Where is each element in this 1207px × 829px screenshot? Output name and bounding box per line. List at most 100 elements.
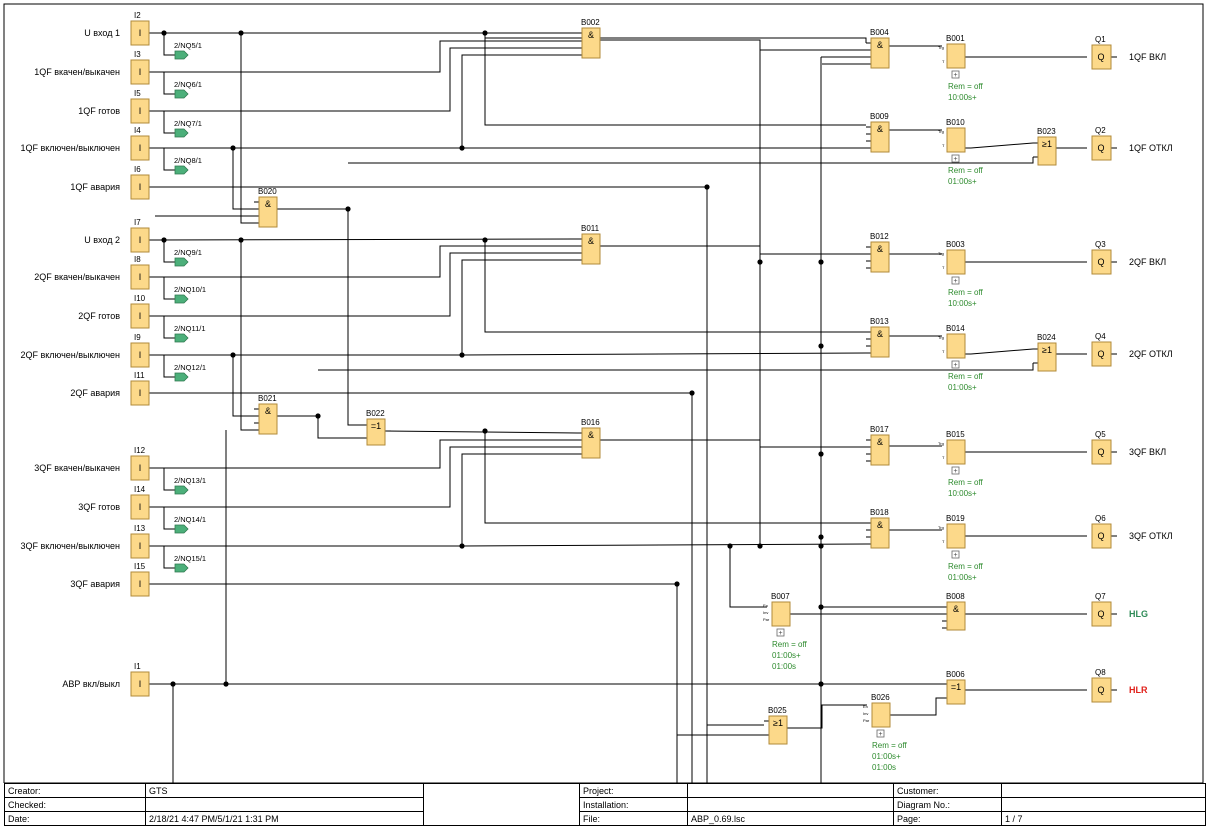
junction-dot [689,390,695,396]
param-box-plus: + [953,278,957,285]
diagram-no-value [1001,797,1206,812]
flag-wire [163,507,175,530]
pin-trg: Trg [938,251,944,256]
param-box-plus: + [953,156,957,163]
output-id: Q1 [1095,35,1106,44]
timer-param: 01:00s+ [948,177,977,186]
input-label: 1QF вкачен/выкачен [34,67,120,77]
junction-dots [161,30,824,687]
network-flag-icon [174,257,189,267]
input-label: 3QF включен/выключен [20,541,120,551]
input-block [130,303,150,329]
input-block [130,380,150,406]
input-block [130,494,150,520]
output-label: 1QF ОТКЛ [1129,143,1173,153]
network-flag-icon [174,333,189,343]
wire [154,238,578,241]
timer-param: 10:00s+ [948,489,977,498]
network-flag-label: 2/NQ10/1 [174,285,206,294]
checked-value [145,797,424,812]
gate-id: B017 [870,425,889,434]
pin-par: Par [863,718,870,723]
wire [890,697,942,716]
logic-gate [946,679,966,705]
output-id: Q3 [1095,240,1106,249]
pin-en: En [763,603,768,608]
input-label: 3QF готов [78,502,120,512]
junction-dot [238,237,244,243]
output-block [1091,249,1112,275]
timer-param: 10:00s+ [948,93,977,102]
junction-dot [818,604,824,610]
pin-t: T [942,143,945,148]
gate-function: =1 [951,682,961,692]
on-delay-timer [946,333,966,359]
page-value: 1 / 7 [1001,811,1206,826]
logic-gate [1037,342,1057,372]
pin-trg: Trg [938,441,944,446]
output-label: HLG [1129,609,1148,619]
input-symbol: I [139,679,142,689]
timer-param: 10:00s+ [948,299,977,308]
pulse-param: Rem = off [872,741,908,750]
input-id: I10 [134,294,146,303]
network-flag-label: 2/NQ7/1 [174,119,202,128]
pulse-param: 01:00s+ [872,752,901,761]
network-flag-label: 2/NQ13/1 [174,476,206,485]
input-id: I12 [134,446,146,455]
input-symbol: I [139,579,142,589]
logic-gate [581,427,601,459]
flag-wire [163,72,175,95]
timer-param: Rem = off [948,288,984,297]
output-id: Q4 [1095,332,1106,341]
output-id: Q6 [1095,514,1106,523]
input-id: I13 [134,524,146,533]
junction-dot [818,259,824,265]
pin-inv: Inv [863,711,868,716]
param-box-icon [951,70,960,79]
timer-id: B010 [946,118,965,127]
gate-function: & [588,30,594,40]
input-id: I9 [134,333,141,342]
network-flag-label: 2/NQ9/1 [174,248,202,257]
wire [155,583,764,736]
timer-param: Rem = off [948,478,984,487]
input-symbol: I [139,502,142,512]
logic-gate [870,241,890,273]
network-flag-icon [174,128,189,138]
input-id: I3 [134,50,141,59]
junction-dot [704,184,710,190]
output-id: Q5 [1095,430,1106,439]
network-flag-icon [174,294,189,304]
param-box-icon [951,276,960,285]
junction-dot [757,543,763,549]
wire [348,157,1034,164]
flag-wire [163,277,175,300]
customer-label: Customer: [893,783,1002,798]
wire [461,543,867,547]
output-symbol: Q [1097,143,1104,153]
junction-dot [818,534,824,540]
wire [155,453,577,547]
param-box-icon [876,729,885,738]
logic-gate [870,517,890,549]
timer-param: Rem = off [948,562,984,571]
on-delay-timer [946,127,966,153]
junction-dot [818,543,824,549]
wire [484,431,866,524]
input-label: АВР вкл/выкл [62,679,120,689]
output-label: 1QF ВКЛ [1129,52,1166,62]
param-box-plus: + [953,362,957,369]
wire [155,47,577,112]
gate-function: ≥1 [1042,345,1052,355]
pulse-generator [771,601,791,627]
on-delay-timer [946,439,966,465]
junction-dot [674,581,680,587]
input-id: I1 [134,662,141,671]
input-label: 2QF включен/выключен [20,350,120,360]
logic-gate [258,196,278,228]
input-symbol: I [139,350,142,360]
pulse-generator-id: B007 [771,592,790,601]
file-label: File: [579,811,688,826]
